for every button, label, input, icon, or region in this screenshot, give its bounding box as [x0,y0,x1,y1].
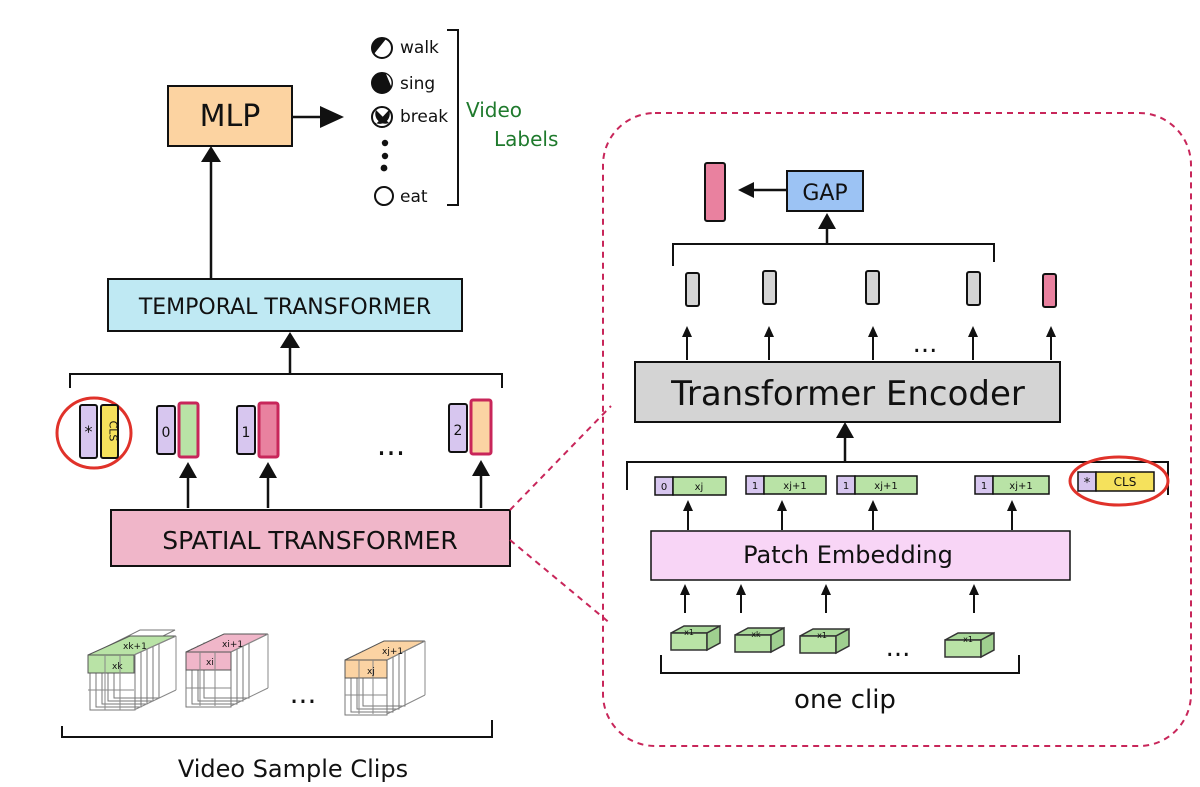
patch-cube-4-label: x1 [963,635,973,644]
clip2-patch-xi: xi [206,658,214,668]
token-index-2: 2 [454,423,463,439]
video-labels-title-line1: Video [466,98,522,122]
patch-cube-3-label: x1 [817,631,827,640]
encoder-to-output-arrowheads [682,326,1056,337]
encoder-output-tokens [685,270,1057,308]
video-clip-3: xj xj+1 [344,640,426,716]
embedded-token-2: 1 xj+1 [836,475,918,495]
mlp-label: MLP [200,99,261,134]
gap-label: GAP [802,181,847,206]
embedded-token-3-index: 1 [981,481,987,492]
token-index-0: 0 [162,425,171,441]
spatial-to-token-arrows [179,460,490,508]
patches-ellipsis: ... [886,633,911,663]
clip3-patch-xj: xj [367,667,375,677]
cls-text: CLS [107,421,120,442]
bracket-to-temporal-arrow [280,332,300,374]
token-pair-1: 1 [236,401,280,459]
token-pair-0: 0 [156,401,200,459]
zoom-connector-lines [509,405,612,625]
label-eat: eat [400,187,428,207]
video-clip-1: xk xk+1 [87,629,177,711]
embeddings-to-encoder-arrow [836,422,854,462]
gap-to-output-arrow [738,182,787,198]
cls-highlight-circle [55,396,133,470]
label-walk: walk [400,38,439,58]
token-pair-2: 2 [448,398,493,456]
cls-star: * [85,422,93,441]
bracket-to-gap-arrow [818,213,836,243]
temporal-transformer-block: TEMPORAL TRANSFORMER [107,278,463,332]
tokens-ellipsis: ... [377,428,406,463]
clips-ellipsis: ... [290,677,317,710]
encoder-outputs-bracket [672,243,995,266]
clip1-patch-xk: xk [112,662,123,672]
cls-right-label: CLS [1114,475,1137,489]
patches-to-embedding-arrows [684,592,975,613]
spatial-transformer-label: SPATIAL TRANSFORMER [162,526,458,555]
video-clip-2: xi xi+1 [185,633,269,708]
cls-token-group: * CLS [55,396,133,470]
detail-panel-border [602,112,1192,747]
clip3-patch-xj1: xj+1 [382,647,403,657]
patch-cube-2-label: xk [751,630,761,639]
one-clip-caption: one clip [794,685,896,715]
video-sample-clips-caption: Video Sample Clips [178,755,408,783]
cls-token-right: * CLS [1068,455,1170,507]
clip2-patch-xi1: xi+1 [222,640,243,650]
patch-embedding-to-token-arrowheads [683,500,1017,511]
embedded-token-2-index: 1 [843,481,849,492]
encoder-outputs-ellipsis: ... [913,329,938,359]
embedded-token-3: 1 xj+1 [974,475,1050,495]
embedded-token-0-text: xj [695,482,704,493]
gap-block: GAP [786,170,864,212]
spatial-transformer-block: SPATIAL TRANSFORMER [110,509,511,567]
embedded-token-0-index: 0 [661,482,667,493]
label-sing-icon [371,72,393,94]
label-eat-icon [374,186,394,206]
patch-cube-1-label: x1 [684,628,694,637]
patch-embedding-label: Patch Embedding [743,541,953,569]
temporal-transformer-label: TEMPORAL TRANSFORMER [138,295,431,320]
clips-bracket [61,720,493,738]
embedded-token-3-text: xj+1 [1009,481,1032,492]
one-clip-bracket [660,655,1020,674]
patch-embedding-block: Patch Embedding [650,530,1071,581]
labels-bracket [447,29,459,206]
temporal-to-mlp-arrow [201,146,221,278]
encoder-to-output-arrows [686,333,1052,360]
mlp-output-arrow [292,106,344,128]
output-token [704,162,726,222]
label-sing: sing [400,74,435,94]
label-break: break [400,107,448,127]
transformer-encoder-block: Transformer Encoder [634,361,1061,423]
patch-embedding-to-token-arrows [687,508,1013,530]
video-labels-list: walk sing break eat [371,29,459,207]
vertical-ellipsis-icon [380,139,389,172]
tokens-bracket [69,373,503,388]
patch-cube-4: x1 [944,631,995,659]
embedded-token-0: 0 xj [654,476,727,496]
patch-cube-1: x1 [670,624,721,652]
embedded-token-2-text: xj+1 [874,481,897,492]
video-labels-title-line2: Labels [494,127,558,151]
embedded-token-1-text: xj+1 [783,481,806,492]
mlp-block: MLP [167,85,293,147]
label-walk-icon [371,37,393,59]
patch-cube-3: x1 [799,627,850,655]
cls-right-highlight-circle [1068,455,1170,507]
patches-to-embedding-arrowheads [680,584,979,595]
transformer-encoder-label: Transformer Encoder [670,374,1025,414]
cls-right-star: * [1084,476,1091,491]
patch-cube-2: xk [734,626,785,654]
embedded-token-1-index: 1 [752,481,758,492]
clip1-patch-xk1: xk+1 [123,642,147,652]
embedded-token-1: 1 xj+1 [745,475,827,495]
token-index-1: 1 [242,425,251,441]
label-break-icon [371,106,393,128]
